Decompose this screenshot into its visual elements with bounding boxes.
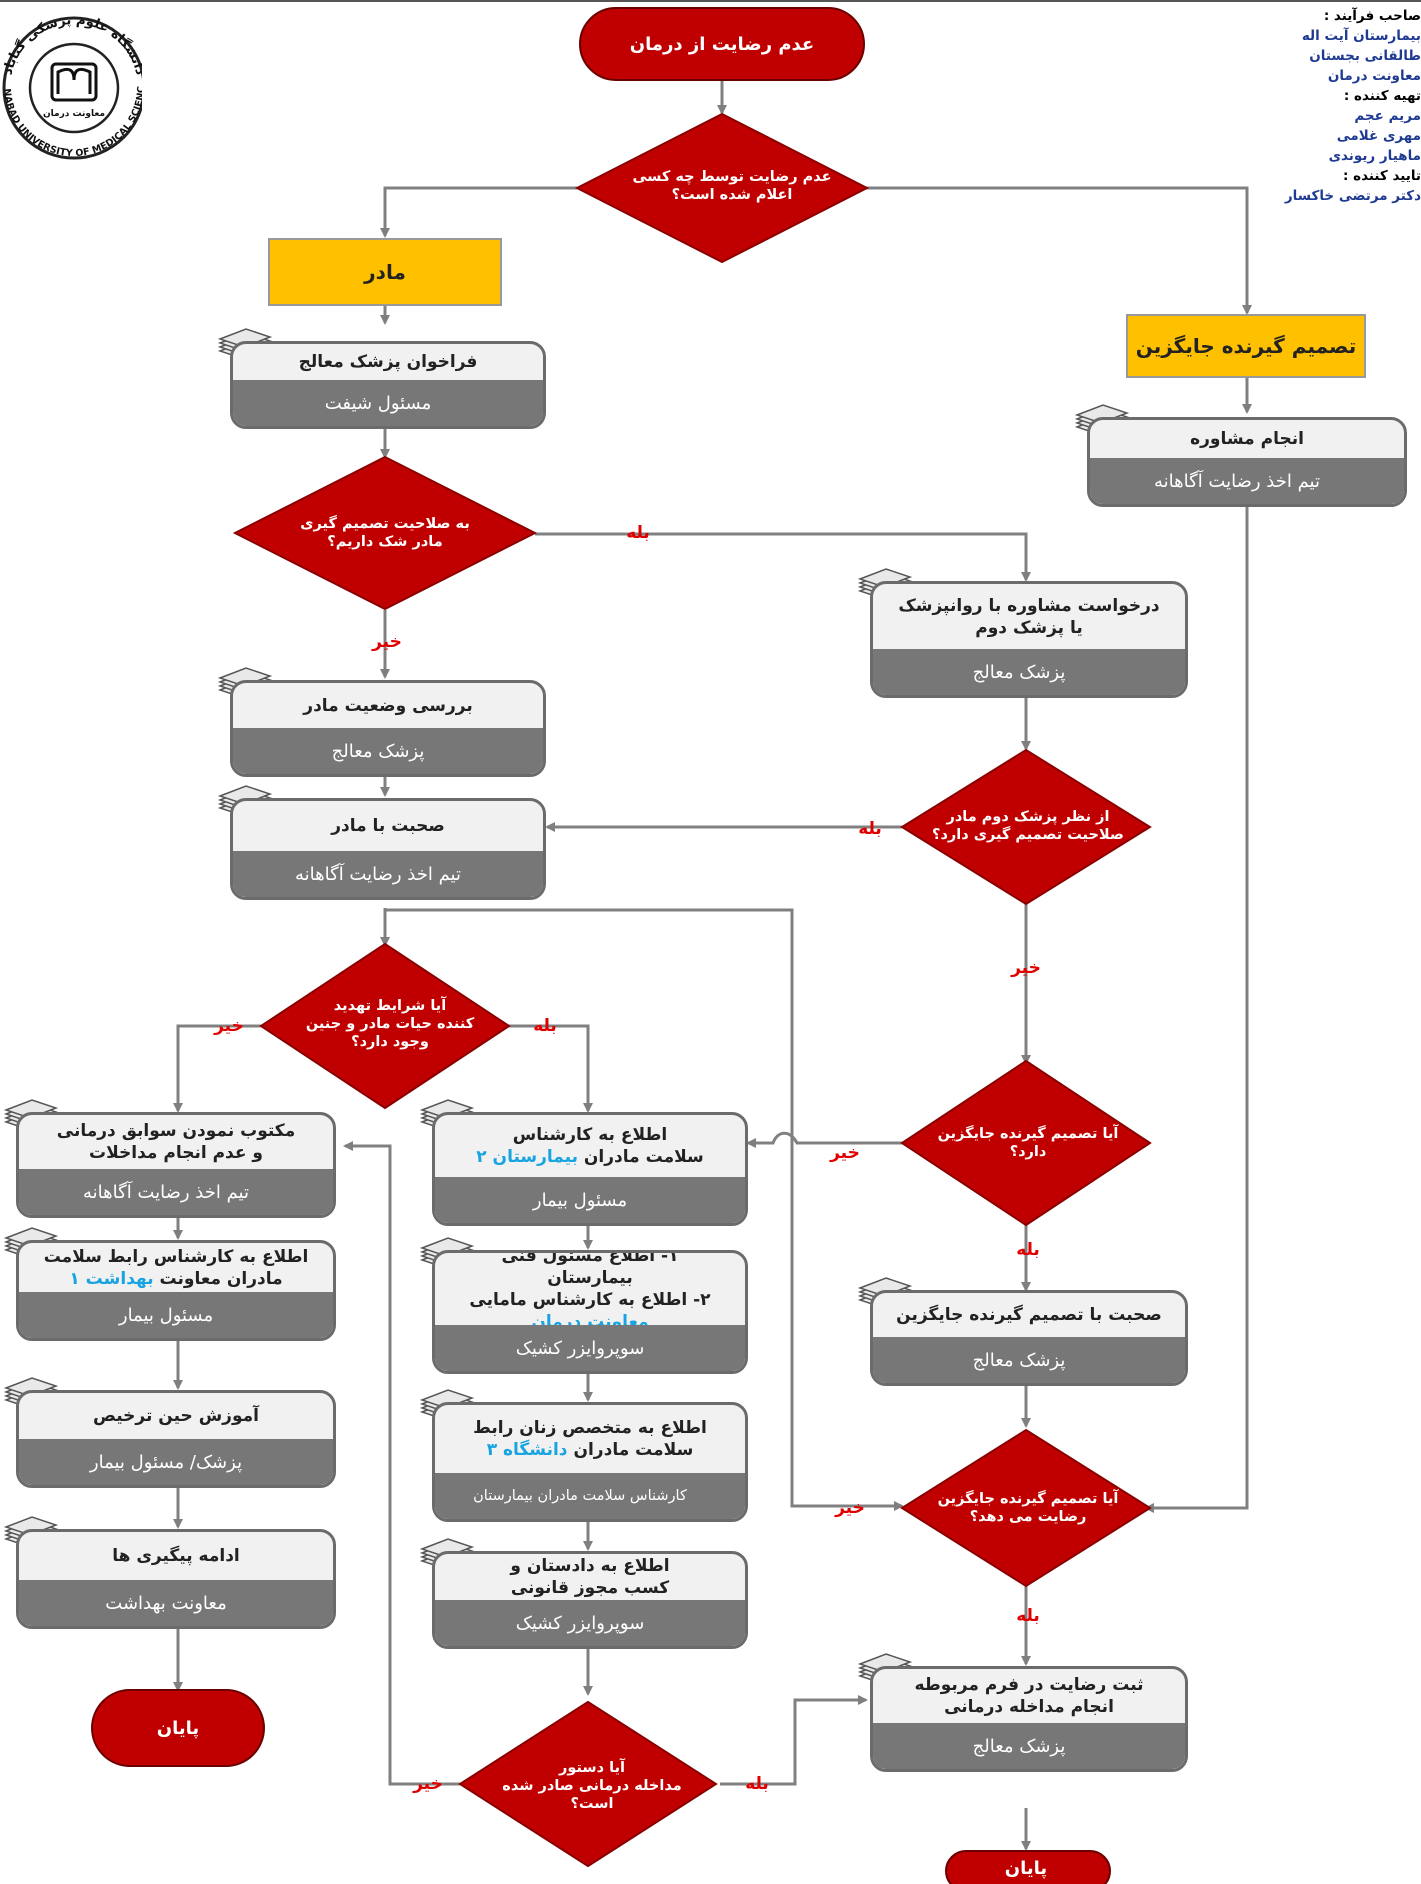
edge-label-yes: بله (626, 523, 650, 543)
activity-role: پزشک معالج (873, 649, 1185, 695)
activity-role: مسئول بیمار (435, 1177, 745, 1223)
decision-has-surrogate (900, 1059, 1152, 1227)
lane-surrogate-label: تصمیم گیرنده جایگزین (1135, 334, 1357, 358)
lane-mother-label: مادر (364, 260, 406, 284)
activity-talk-mother: صحبت با مادر تیم اخذ رضایت آگاهانه (230, 798, 546, 900)
highlight-text: بیمارستان ۲ (476, 1147, 578, 1167)
decision-court-order (458, 1700, 718, 1868)
end-terminal-left (91, 1689, 265, 1767)
approver-line: دکتر مرتضی خاکسار (1284, 188, 1421, 204)
activity-role: تیم اخذ رضایت آگاهانه (233, 851, 543, 897)
end-label-left: پایان (156, 1717, 200, 1739)
activity-role: پزشک معالج (873, 1723, 1185, 1769)
edge-label-yes: بله (858, 819, 882, 839)
activity-title: انجام مشاوره (1190, 429, 1304, 449)
decision-life-threat (259, 942, 511, 1110)
decision-surrogate-consents (900, 1428, 1152, 1588)
owner-line: بیمارستان آیت اله (1301, 28, 1421, 44)
activity-role: مسئول شیفت (233, 380, 543, 426)
start-label: عدم رضایت از درمان (629, 33, 815, 55)
end-terminal-right (945, 1850, 1111, 1884)
activity-role: پزشک معالج (233, 728, 543, 774)
activity-counseling: انجام مشاوره تیم اخذ رضایت آگاهانه (1087, 417, 1407, 507)
activity-talk-surrogate: صحبت با تصمیم گیرنده جایگزین پزشک معالج (870, 1290, 1188, 1386)
process-info-panel: صاحب فرآیند : بیمارستان آیت اله طالقانی … (1271, 6, 1421, 206)
highlight-text: بهداشت ۱ (69, 1268, 154, 1289)
university-seal-logo: دانشگاه علوم پزشکی گناباد GONABAD UNIVER… (0, 0, 142, 160)
decision-competence (232, 455, 538, 611)
highlight-text: دانشگاه ۳ (486, 1440, 568, 1460)
activity-role: کارشناس سلامت مادران بیمارستان (435, 1473, 745, 1519)
activity-followup: ادامه پیگیری ها معاونت بهداشت (16, 1529, 336, 1629)
edge-label-no: خیر (413, 1774, 443, 1794)
activity-role: تیم اخذ رضایت آگاهانه (1090, 458, 1404, 504)
edge-label-no: خیر (214, 1016, 244, 1036)
activity-role: تیم اخذ رضایت آگاهانه (19, 1169, 333, 1215)
activity-role: پزشک/ مسئول بیمار (19, 1439, 333, 1485)
owner-heading: صاحب فرآیند : (1323, 8, 1421, 24)
seal-dept-text: معاونت درمان (43, 109, 105, 119)
owner-line: طالقانی بجستان (1309, 48, 1421, 64)
edge-label-yes: بله (1016, 1240, 1040, 1260)
decision-who (574, 112, 870, 264)
activity-title: صحبت با مادر (331, 816, 445, 836)
activity-role: سوپروایزر کشیک (435, 1325, 745, 1371)
activity-role: سوپروایزر کشیک (435, 1600, 745, 1646)
author-heading: تهیه کننده : (1343, 88, 1421, 104)
edge-label-no: خیر (372, 632, 402, 652)
activity-title: بررسی وضعیت مادر (303, 695, 473, 716)
activity-title: صحبت با تصمیم گیرنده جایگزین (896, 1305, 1162, 1325)
decision-second-opinion (900, 748, 1152, 906)
end-label-right: پایان (1004, 1857, 1048, 1879)
activity-role: معاونت بهداشت (19, 1580, 333, 1626)
edge-label-yes: بله (745, 1774, 769, 1794)
lane-surrogate: تصمیم گیرنده جایگزین (1126, 314, 1366, 378)
activity-discharge-training: آموزش حین ترخیص پزشک/ مسئول بیمار (16, 1390, 336, 1488)
edge-label-no: خیر (830, 1143, 860, 1163)
edge-label-no: خیر (1011, 958, 1041, 978)
activity-title: فراخوان پزشک معالج (298, 352, 478, 372)
activity-call-physician: فراخوان پزشک معالج مسئول شیفت (230, 341, 546, 429)
approver-heading: تایید کننده : (1343, 168, 1421, 184)
author-line: مریم عجم (1354, 108, 1421, 124)
edge-label-yes: بله (533, 1016, 557, 1036)
activity-title: آموزش حین ترخیص (93, 1406, 259, 1426)
page-top-border (0, 0, 1421, 2)
author-line: مهری غلامی (1336, 128, 1421, 144)
edge-label-yes: بله (1016, 1606, 1040, 1626)
edge-label-no: خیر (835, 1498, 865, 1518)
activity-title: ادامه پیگیری ها (112, 1546, 240, 1566)
author-line: ماهیار ریوندی (1328, 148, 1421, 164)
activity-assess-mother: بررسی وضعیت مادر پزشک معالج (230, 680, 546, 777)
activity-role: مسئول بیمار (19, 1292, 333, 1338)
lane-mother: مادر (268, 238, 502, 306)
start-terminal (579, 7, 865, 81)
owner-line: معاونت درمان (1327, 68, 1421, 84)
activity-role: پزشک معالج (873, 1337, 1185, 1383)
